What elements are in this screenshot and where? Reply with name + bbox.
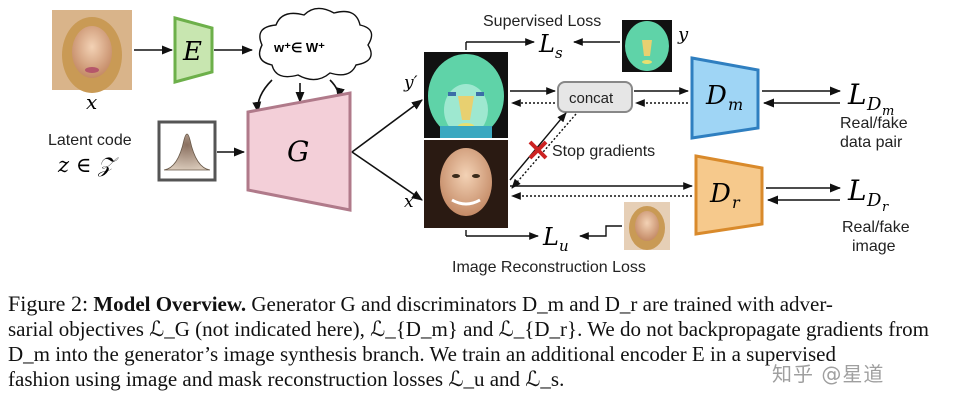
y-label: y bbox=[677, 24, 689, 45]
dr-label: D bbox=[709, 179, 731, 209]
dm-output-line2: data pair bbox=[840, 134, 903, 151]
caption-line-4: fashion using image and mask reconstruct… bbox=[8, 367, 565, 391]
latent-code-label: Latent code bbox=[48, 132, 132, 149]
ldm-subsubscript: m bbox=[882, 104, 894, 119]
x-prime-label: x′ bbox=[404, 192, 418, 212]
generator-block bbox=[246, 91, 352, 212]
dm-discriminator-block bbox=[690, 56, 760, 140]
dr-subscript: r bbox=[732, 193, 741, 212]
model-overview-diagram: x E w⁺∈ W⁺ Latent code z ∈ 𝒵 G y′ x bbox=[48, 7, 910, 276]
ldr-subscript: D bbox=[866, 190, 882, 211]
concat-label: concat bbox=[569, 90, 614, 107]
arrow-input-to-lu bbox=[579, 225, 622, 240]
ground-truth-mask-image bbox=[622, 20, 672, 72]
z-label: z ∈ 𝒵 bbox=[57, 153, 119, 177]
supervised-loss-label: Supervised Loss bbox=[483, 13, 601, 30]
dr-discriminator-block bbox=[694, 154, 764, 236]
generated-mask-image bbox=[424, 52, 508, 138]
encoder-block bbox=[173, 16, 214, 84]
caption-line-2: sarial objectives ℒ_G (not indicated her… bbox=[8, 317, 930, 341]
dr-output-line1: Real/fake bbox=[842, 219, 910, 236]
generator-label: G bbox=[287, 135, 309, 168]
input-x-label: x bbox=[86, 90, 97, 114]
caption-line1-text: Generator G and discriminators D_m and D… bbox=[246, 292, 833, 316]
dm-label: D bbox=[705, 81, 727, 111]
generated-face-image bbox=[424, 140, 508, 228]
caption-line-1: Figure 2: Model Overview. Generator G an… bbox=[8, 291, 958, 317]
caption-line-3: D_m into the generator’s image synthesis… bbox=[8, 342, 836, 366]
arrow-g-to-mask bbox=[351, 99, 423, 153]
lu-label: L bbox=[542, 223, 559, 251]
encoder-label: E bbox=[182, 37, 202, 67]
concat-block bbox=[557, 81, 633, 113]
ls-subscript: s bbox=[555, 44, 563, 62]
input-face-image bbox=[52, 10, 132, 93]
figure-caption: Figure 2: Model Overview. Generator G an… bbox=[8, 291, 958, 392]
ls-label: L bbox=[538, 30, 555, 58]
y-prime-label: y′ bbox=[403, 73, 418, 93]
arrow-g-to-image bbox=[351, 151, 423, 201]
arrow-concat-to-image-dotted bbox=[511, 113, 577, 189]
dm-subscript: m bbox=[728, 95, 743, 114]
dr-output-line2: image bbox=[852, 238, 896, 255]
ldm-label: L bbox=[847, 78, 867, 111]
reference-face-image bbox=[624, 202, 670, 250]
figure-number: Figure 2: bbox=[8, 291, 89, 316]
ldr-subsubscript: r bbox=[882, 200, 889, 215]
w-plus-label: w⁺∈ W⁺ bbox=[273, 40, 325, 55]
zhihu-watermark: 知乎 @星道 bbox=[772, 362, 885, 386]
lu-subscript: u bbox=[559, 237, 569, 255]
caption-title: Model Overview. bbox=[93, 292, 247, 316]
ldr-label: L bbox=[847, 174, 867, 207]
stop-gradients-label: Stop gradients bbox=[552, 143, 655, 160]
dm-output-line1: Real/fake bbox=[840, 115, 908, 132]
arrow-image-to-concat bbox=[509, 112, 567, 181]
image-reconstruction-loss-label: Image Reconstruction Loss bbox=[452, 259, 646, 276]
gaussian-distribution-image bbox=[157, 120, 217, 182]
w-plus-cloud bbox=[258, 7, 373, 81]
ldm-subscript: D bbox=[866, 94, 882, 115]
stop-gradient-cross-icon bbox=[528, 140, 548, 160]
